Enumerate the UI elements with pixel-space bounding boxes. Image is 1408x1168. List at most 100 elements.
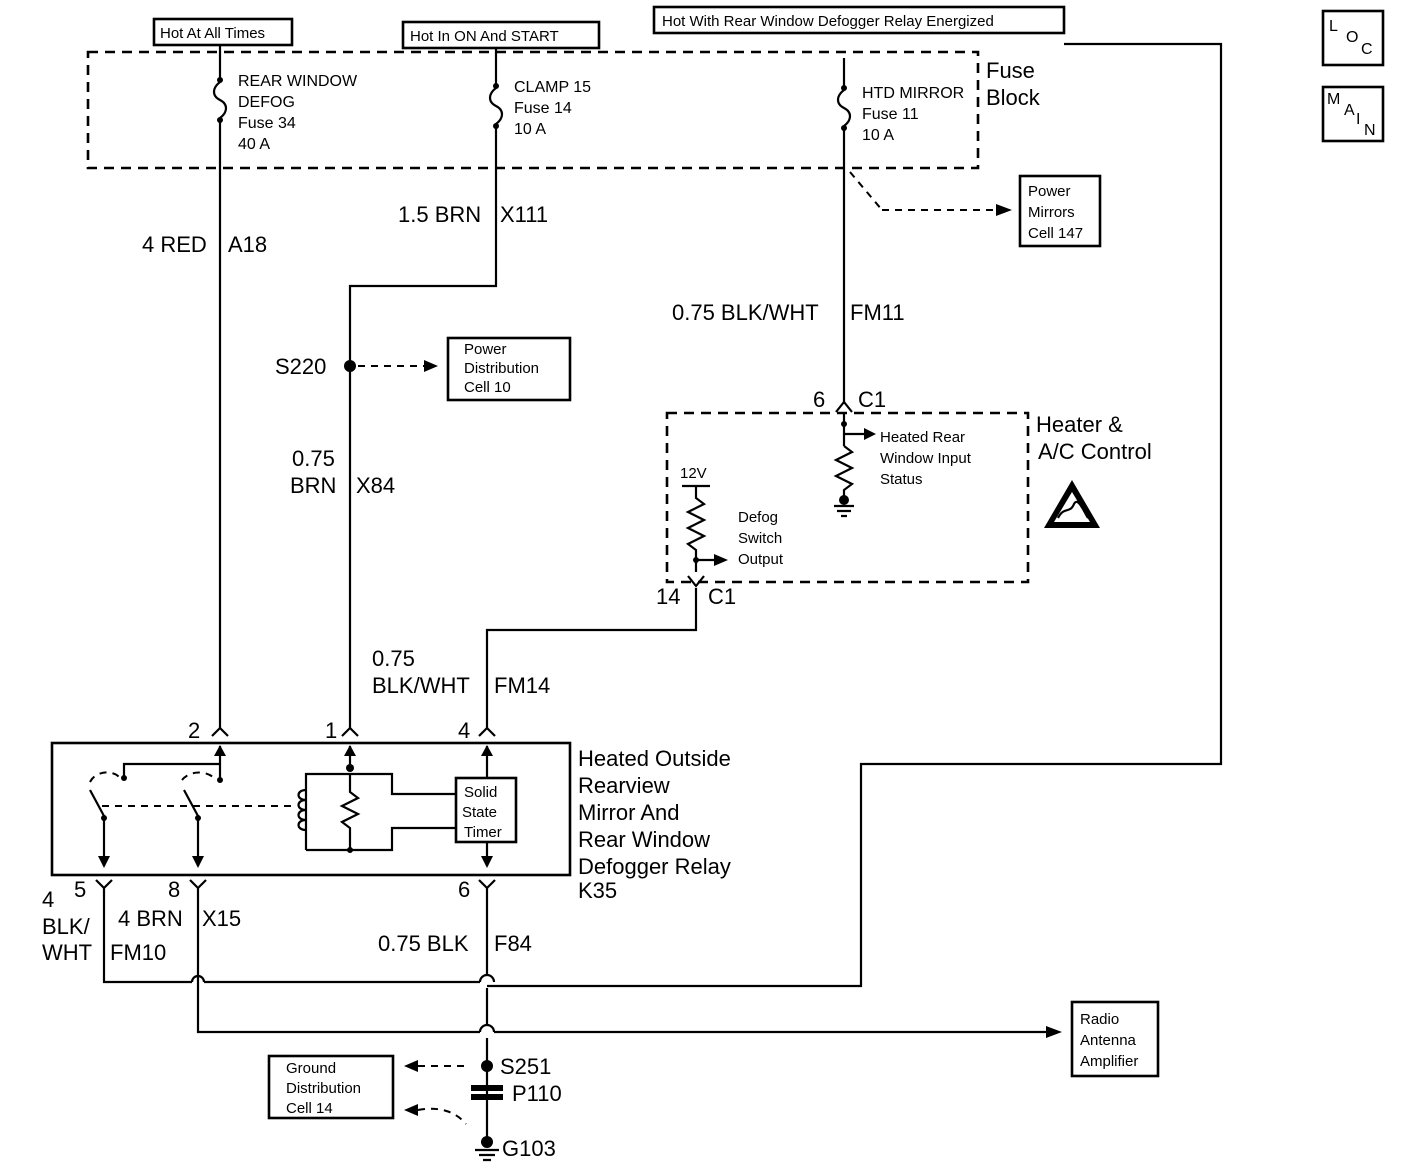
ref-ground-distribution-2: Distribution (286, 1080, 361, 1097)
splice-s251: S251 (481, 1054, 551, 1079)
relay-title-5: Defogger Relay (578, 854, 731, 879)
hvac-title-2: A/C Control (1038, 439, 1152, 464)
wire-x84-label: 0.75 BRN X84 (290, 446, 395, 498)
relay-pin-4: 4 (458, 718, 470, 743)
splice-s251-label: S251 (500, 1054, 551, 1079)
wire-fm10-label: 4 BLK/ WHT FM10 (42, 887, 166, 965)
relay-title-2: Rearview (578, 773, 670, 798)
relay-pin-2: 2 (188, 718, 200, 743)
hvac-pin-6: 6 (813, 387, 825, 412)
ground-g103-label: G103 (502, 1136, 556, 1161)
header-hot-on-start: Hot In ON And START (401, 20, 601, 50)
wire-x111-id: X111 (500, 202, 548, 227)
wire-fm10-color-2: WHT (42, 940, 92, 965)
loc-letter-l: L (1329, 18, 1338, 35)
relay-pin-6: 6 (458, 877, 470, 902)
ref-power-mirrors[interactable]: Power Mirrors Cell 147 (1018, 174, 1102, 248)
wire-f84-id: F84 (494, 931, 532, 956)
fuse-34-label-1: REAR WINDOW (238, 73, 358, 90)
wire-f84-label: 0.75 BLK F84 (378, 931, 532, 956)
fuse-block-title-1: Fuse (986, 58, 1035, 83)
wire-fm14-size: 0.75 (372, 646, 415, 671)
relay-pin-5: 5 (74, 877, 86, 902)
fuse-34: REAR WINDOW DEFOG Fuse 34 40 A (212, 73, 358, 153)
relay-pin-1: 1 (325, 718, 337, 743)
fuse-11-label-3: 10 A (862, 127, 894, 144)
ref-power-distribution-3: Cell 10 (464, 379, 511, 396)
main-button[interactable]: M A I N (1321, 85, 1385, 143)
wire-a18-label: 4 RED A18 (142, 232, 267, 257)
fuse-11: HTD MIRROR Fuse 11 10 A (836, 58, 964, 144)
ref-power-distribution-1: Power (464, 341, 507, 358)
hvac-c1-bot: C1 (708, 584, 736, 609)
wire-f84-color: 0.75 BLK (378, 931, 469, 956)
wire-x15-color: 4 BRN (118, 906, 183, 931)
hvac-title-1: Heater & (1036, 412, 1123, 437)
hvac-switch-output-2: Switch (738, 530, 782, 547)
wire-x111-label: 1.5 BRN X111 (398, 202, 548, 227)
loc-button[interactable]: L O C (1321, 9, 1385, 67)
main-letter-a: A (1344, 102, 1355, 119)
wire-x15-label: 4 BRN X15 (118, 906, 241, 931)
wire-x84-size: 0.75 (292, 446, 335, 471)
hvac-pin-14: 14 (656, 584, 680, 609)
wire-x84-id: X84 (356, 473, 395, 498)
hvac-input-status-3: Status (880, 471, 923, 488)
wire-fm14-label: 0.75 BLK/WHT FM14 (372, 646, 550, 698)
ref-power-mirrors-3: Cell 147 (1028, 225, 1083, 242)
hvac-switch-output-1: Defog (738, 509, 778, 526)
relay-timer-1: Solid (464, 784, 497, 801)
fuse-block-title-2: Block (986, 85, 1041, 110)
hvac-input-status-1: Heated Rear (880, 429, 965, 446)
wire-fm11-id: FM11 (850, 300, 905, 325)
fuse-34-label-3: Fuse 34 (238, 115, 296, 132)
fuse-11-label-1: HTD MIRROR (862, 85, 964, 102)
header-hot-defog-relay-text: Hot With Rear Window Defogger Relay Ener… (662, 13, 994, 30)
header-hot-on-start-text: Hot In ON And START (410, 28, 559, 45)
relay-title-4: Rear Window (578, 827, 710, 852)
wire-fm14-id: FM14 (494, 673, 550, 698)
main-letter-m: M (1327, 91, 1340, 108)
hvac-12v: 12V (680, 465, 707, 482)
relay-k35: Heated Outside Rearview Mirror And Rear … (50, 718, 731, 903)
relay-timer-3: Timer (464, 824, 502, 841)
hvac-c1-top: C1 (858, 387, 886, 412)
wire-x111-color: 1.5 BRN (398, 202, 481, 227)
header-hot-defog-relay: Hot With Rear Window Defogger Relay Ener… (652, 5, 1066, 35)
hvac-control-module: Heater & A/C Control 6 C1 Heated Rear Wi… (656, 387, 1152, 609)
wire-fm11-color: 0.75 BLK/WHT (672, 300, 819, 325)
fuse-block: Fuse Block (86, 50, 1041, 170)
ref-power-distribution[interactable]: Power Distribution Cell 10 (446, 336, 572, 402)
relay-title-6: K35 (578, 878, 617, 903)
ref-ground-distribution-3: Cell 14 (286, 1100, 333, 1117)
fuse-14-label-2: Fuse 14 (514, 100, 572, 117)
header-hot-at-all-times-text: Hot At All Times (160, 25, 265, 42)
wire-fm10-color-1: BLK/ (42, 914, 91, 939)
relay-title-1: Heated Outside (578, 746, 731, 771)
splice-s220-label: S220 (275, 354, 326, 379)
fuse-14: CLAMP 15 Fuse 14 10 A (488, 79, 591, 138)
ref-radio-antenna-amplifier[interactable]: Radio Antenna Amplifier (1070, 1000, 1160, 1078)
fuse-34-label-2: DEFOG (238, 94, 295, 111)
fuse-11-label-2: Fuse 11 (862, 106, 919, 123)
ref-power-mirrors-1: Power (1028, 183, 1071, 200)
fuse-14-label-1: CLAMP 15 (514, 79, 591, 96)
wire-a18-id: A18 (228, 232, 267, 257)
fuse-14-label-3: 10 A (514, 121, 546, 138)
main-letter-i: I (1356, 111, 1360, 128)
connector-p110: P110 (471, 1081, 562, 1106)
ref-radio-amp-2: Antenna (1080, 1032, 1137, 1049)
wire-fm14-color: BLK/WHT (372, 673, 470, 698)
relay-timer-2: State (462, 804, 497, 821)
ref-ground-distribution-1: Ground (286, 1060, 336, 1077)
connector-p110-label: P110 (512, 1081, 562, 1106)
wire-x15-id: X15 (202, 906, 241, 931)
wire-a18-color: 4 RED (142, 232, 207, 257)
main-letter-n: N (1364, 122, 1376, 139)
ref-ground-distribution[interactable]: Ground Distribution Cell 14 (267, 1054, 395, 1120)
fuse-34-label-4: 40 A (238, 136, 270, 153)
splice-s220: S220 (275, 354, 438, 379)
wire-fm10-size: 4 (42, 887, 54, 912)
ref-power-mirrors-2: Mirrors (1028, 204, 1075, 221)
